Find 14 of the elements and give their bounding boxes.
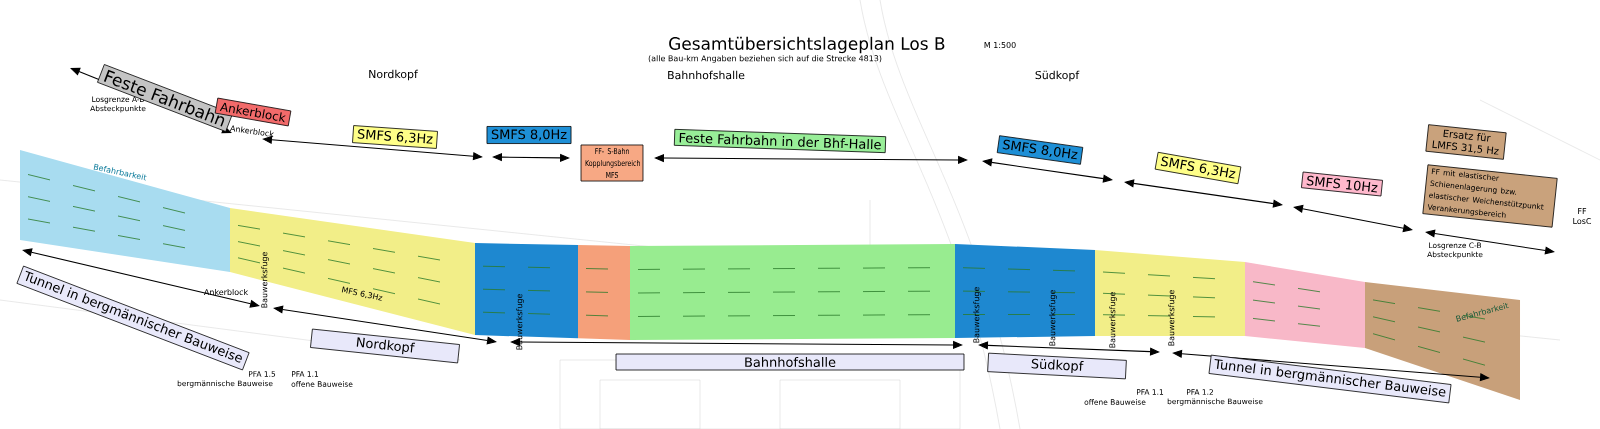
label-box: Ersatz für LMFS 31,5 Hz [1425, 124, 1507, 160]
section-label: Bahnhofshalle [668, 70, 745, 80]
label-box: SMFS 6,3Hz [352, 125, 438, 149]
label-box: SMFS 8,0Hz [486, 126, 572, 144]
label-box: Feste Fahrbahn in der Bhf-Halle [673, 128, 887, 154]
section-label: Nordkopf [369, 69, 419, 81]
title: Gesamtübersichtslageplan Los B [669, 36, 945, 54]
label-box: Südkopf [987, 352, 1127, 380]
label-box: SMFS 10Hz [1301, 171, 1383, 197]
label-box: Bahnhofshalle [615, 353, 965, 371]
label-box: SMFS 8,0Hz [996, 135, 1084, 165]
label-box: SMFS 6,3Hz [1154, 151, 1242, 185]
section-label: Südkopf [1035, 70, 1080, 82]
label-box: Nordkopf [310, 328, 460, 364]
